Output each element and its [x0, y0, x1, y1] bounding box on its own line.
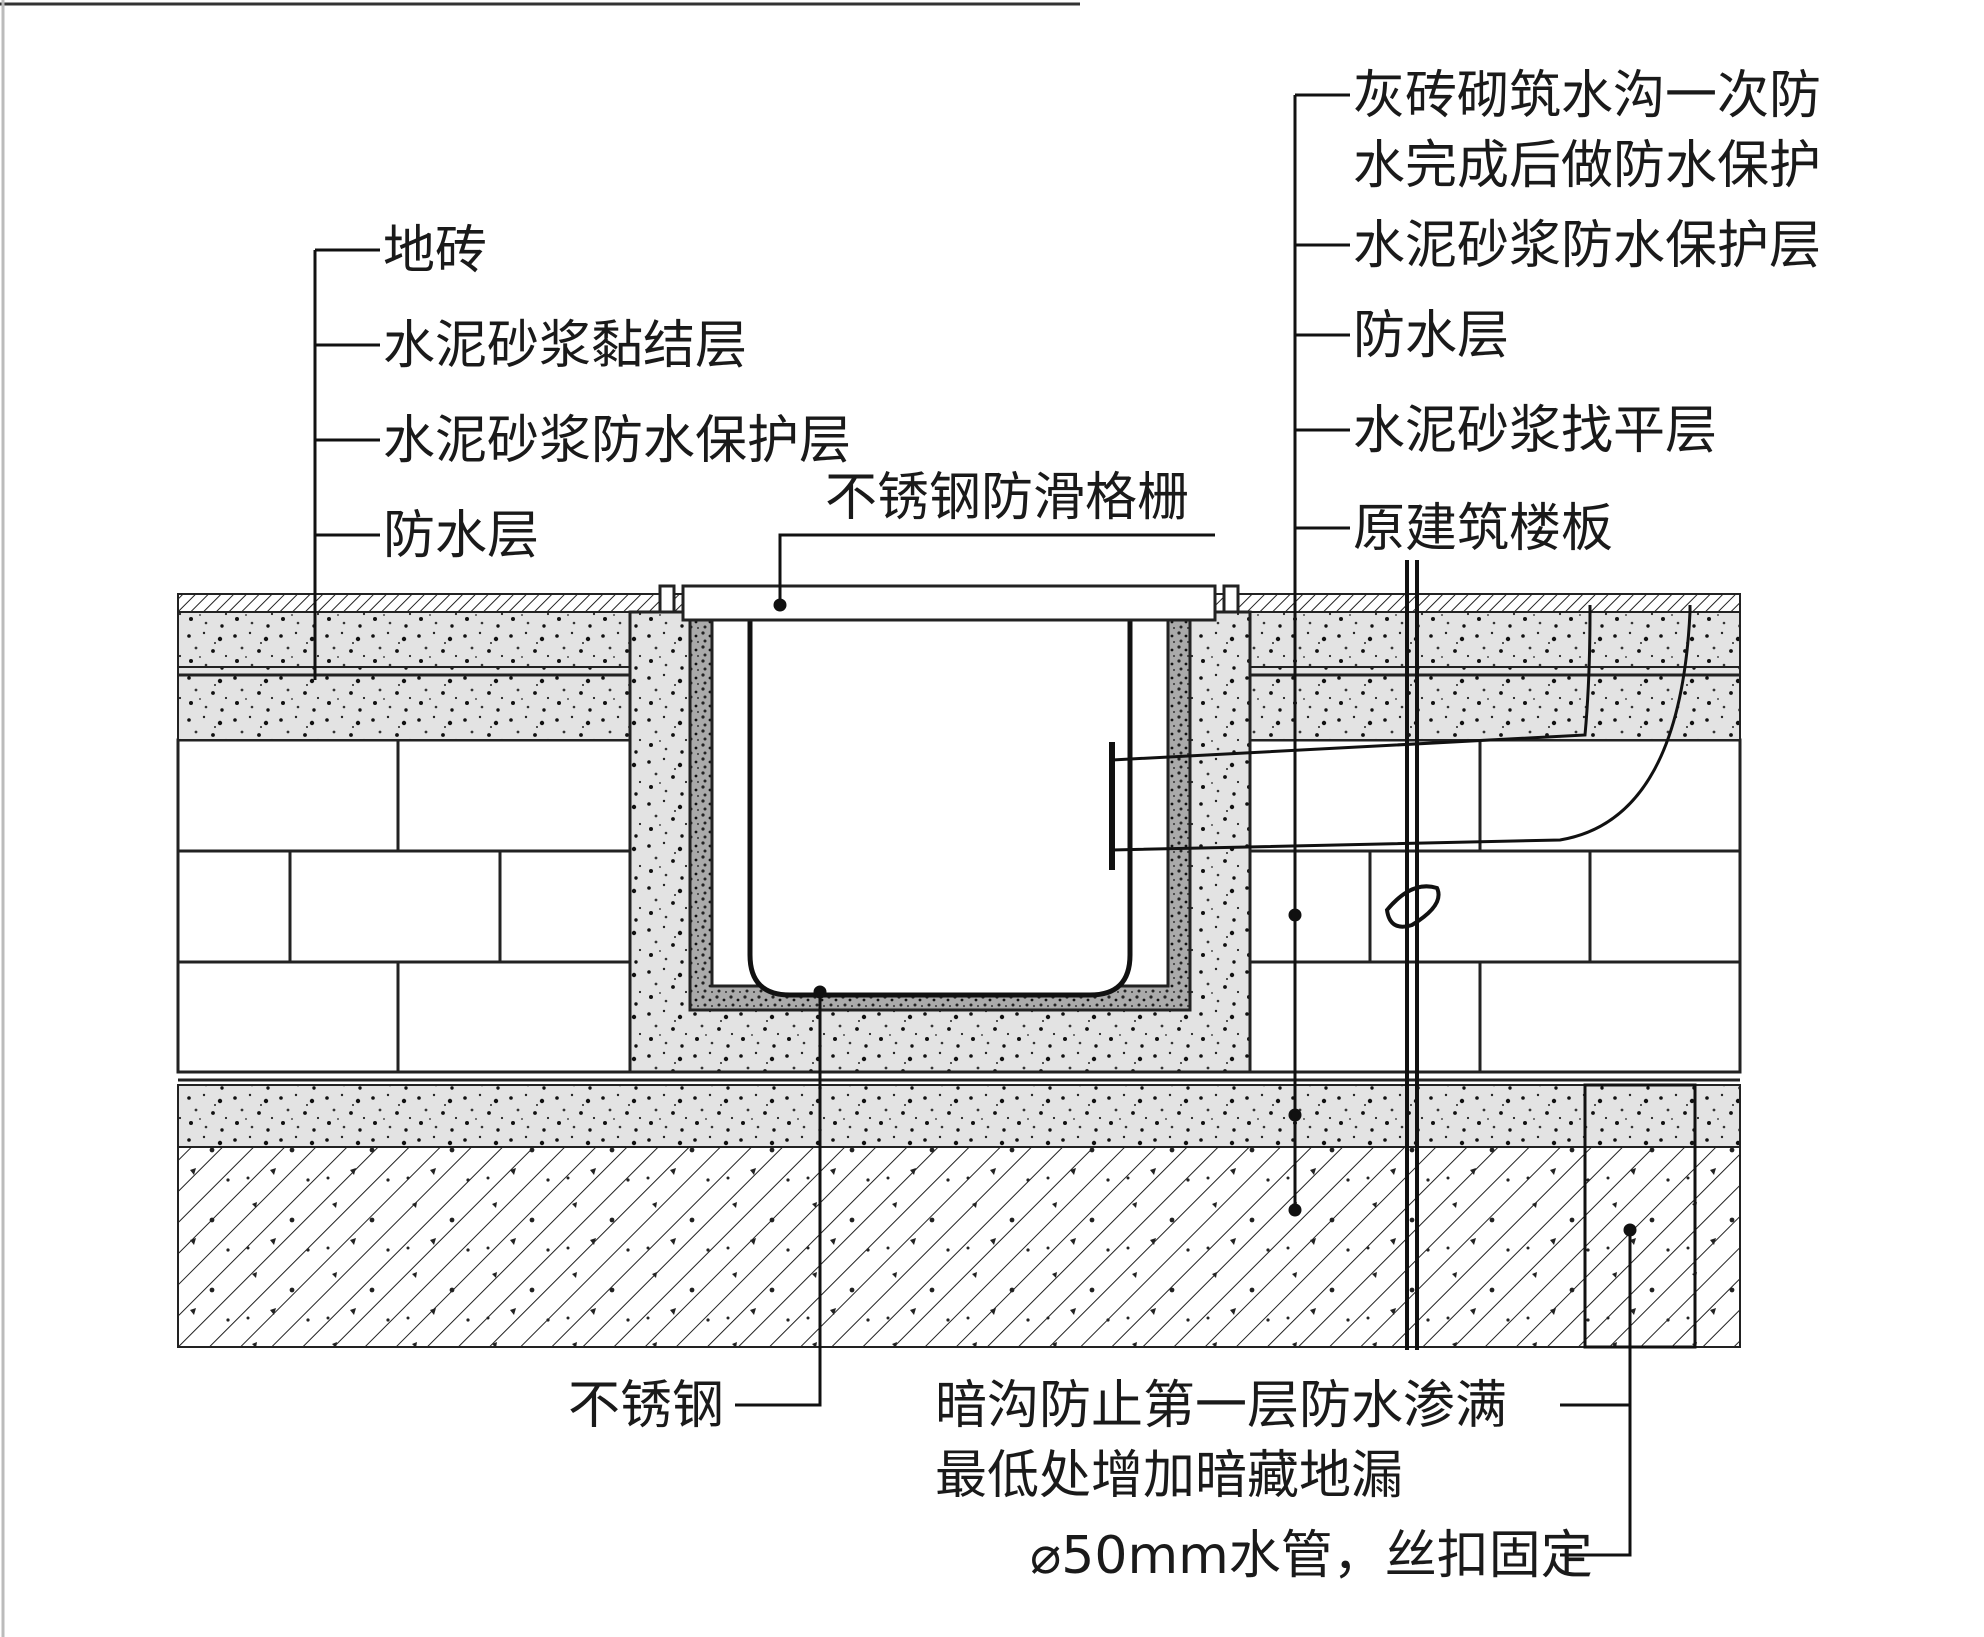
- grating-seat-right: [1222, 584, 1240, 614]
- grating: [681, 584, 1217, 622]
- label-grating: 不锈钢防滑格栅: [825, 468, 1189, 528]
- leader-steel: [735, 985, 827, 1407]
- leader-left: [313, 248, 380, 680]
- label-leveling-layer: 水泥砂浆找平层: [1353, 401, 1717, 461]
- label-left-protect-layer: 水泥砂浆防水保护层: [383, 411, 851, 471]
- label-slab: 原建筑楼板: [1353, 499, 1613, 559]
- label-floor-tile: 地砖: [383, 221, 487, 281]
- label-pipe: ⌀50mm水管，丝扣固定: [1030, 1526, 1593, 1586]
- label-right-waterproof-layer: 防水层: [1353, 306, 1509, 366]
- leader-drain-pipe: [1560, 1223, 1637, 1557]
- label-right-protect-layer: 水泥砂浆防水保护层: [1353, 216, 1821, 276]
- leader-right: [1288, 93, 1350, 1217]
- water-pipe: [1384, 560, 1441, 1350]
- grating-seat-left: [658, 584, 676, 614]
- label-drain-line1: 暗沟防止第一层防水渗满: [935, 1376, 1507, 1436]
- label-left-waterproof-layer: 防水层: [383, 506, 539, 566]
- leveling-layer: [177, 1084, 1741, 1148]
- label-bond-layer: 水泥砂浆黏结层: [383, 316, 747, 376]
- stainless-liner: [747, 612, 1133, 998]
- leader-grating: [773, 533, 1215, 612]
- label-drain-line2: 最低处增加暗藏地漏: [935, 1446, 1403, 1506]
- drain-pipe: [1111, 611, 1692, 852]
- label-brick-line2: 水完成后做防水保护: [1353, 136, 1821, 196]
- label-steel: 不锈钢: [568, 1376, 724, 1436]
- label-brick-line1: 灰砖砌筑水沟一次防: [1353, 66, 1821, 126]
- hidden-floor-drain: [1583, 605, 1697, 1349]
